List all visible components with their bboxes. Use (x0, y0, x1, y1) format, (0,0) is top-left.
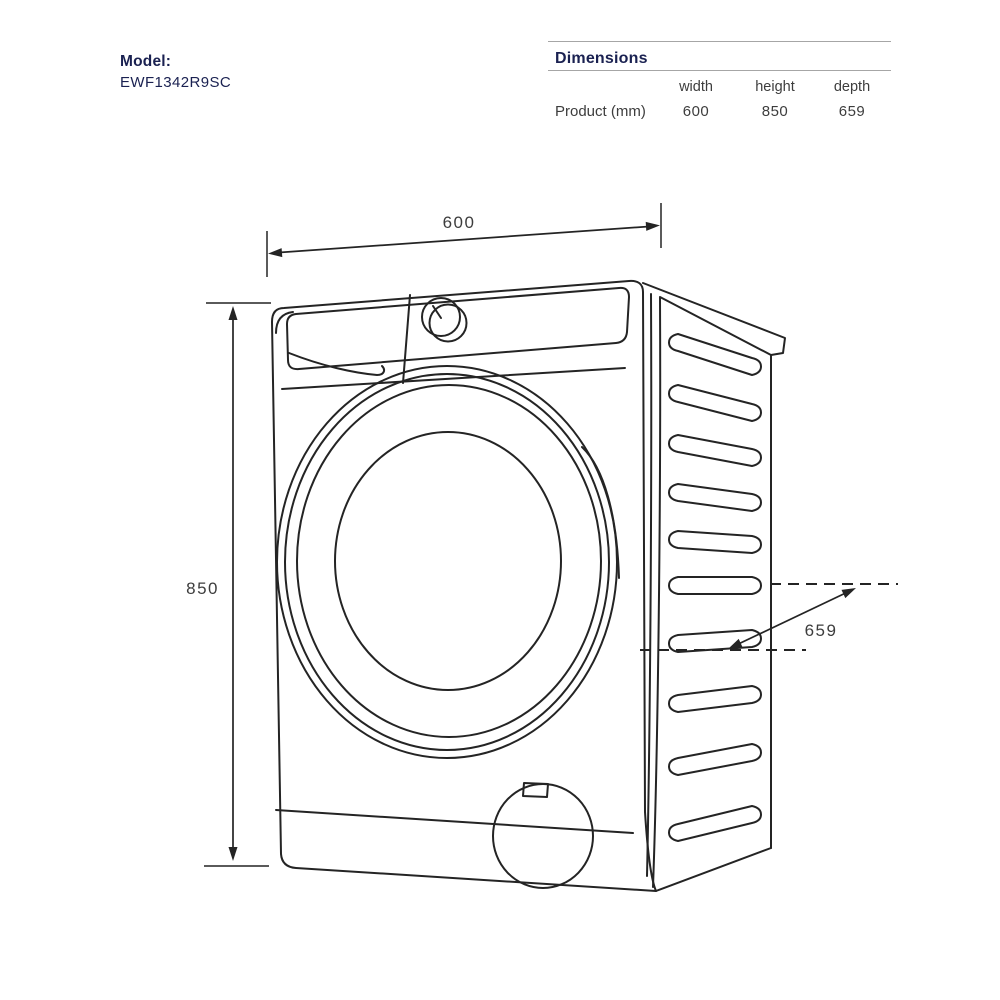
model-number: EWF1342R9SC (120, 74, 232, 91)
pump-cover-circle (492, 783, 594, 889)
vent-slot (668, 576, 762, 595)
column-header-depth: depth (833, 79, 871, 95)
vent-slot (668, 805, 762, 842)
knob-indicator (432, 305, 442, 319)
vent-slot (668, 483, 762, 512)
fascia-lower-line (281, 367, 626, 390)
front-right-corner-line-inner (646, 293, 653, 877)
side-top-edge (659, 296, 772, 356)
column-header-width: width (679, 79, 713, 95)
pump-cover-latch (522, 782, 549, 798)
depth-dimension-label: 659 (805, 621, 838, 640)
detergent-drawer-handle-groove (288, 352, 386, 376)
detergent-drawer-divider (402, 294, 411, 384)
vent-slot (668, 333, 762, 376)
vent-slot (668, 434, 762, 467)
vent-slot (668, 530, 762, 554)
knob-circle (421, 297, 461, 337)
door-side-profile (581, 446, 620, 579)
front-face (271, 279, 657, 892)
width-dimension: 600 (266, 203, 662, 277)
value-depth: 659 (838, 103, 866, 120)
top-overhang-edge (642, 282, 786, 356)
control-panel (286, 286, 630, 371)
vent-slot (668, 629, 762, 653)
vent-slots (668, 333, 762, 842)
depth-dimension-line (730, 588, 854, 649)
knob-shadow-circle (428, 303, 468, 343)
vent-slot (668, 685, 762, 713)
height-arrowhead-top (228, 306, 238, 320)
door-ring-2 (284, 373, 610, 751)
door-ring-3 (296, 384, 602, 738)
side-panel (642, 282, 786, 892)
value-height: 850 (761, 103, 789, 120)
model-label: Model: (120, 53, 172, 70)
dimensions-table: Dimensions width height depth Product (m… (548, 38, 891, 130)
model-block: Model: EWF1342R9SC (120, 53, 231, 91)
depth-arrowhead-front (728, 638, 743, 649)
table-title: Dimensions (555, 50, 648, 67)
washing-machine-drawing (271, 279, 786, 892)
door-glass (334, 431, 562, 691)
front-top-left-accent (275, 311, 294, 334)
kick-plate-line (275, 809, 634, 834)
pump-cover (492, 782, 594, 889)
height-dimension: 850 (186, 302, 271, 867)
width-arrowhead-left (268, 248, 283, 258)
height-arrowhead-bottom (228, 847, 238, 861)
vent-slot (668, 743, 762, 776)
width-dimension-label: 600 (443, 213, 476, 232)
front-right-corner-line-outer (652, 297, 662, 888)
vent-slot (668, 384, 762, 422)
width-arrowhead-right (645, 221, 660, 231)
program-knob (421, 297, 468, 343)
value-width: 600 (682, 103, 710, 120)
depth-arrowhead-back (841, 588, 856, 599)
width-dimension-line (271, 225, 657, 254)
side-bottom-edge (655, 847, 772, 892)
column-header-height: height (755, 79, 795, 95)
table-header-rule (548, 70, 891, 71)
door-outer-ring (276, 365, 618, 759)
table-top-rule (548, 41, 891, 42)
height-dimension-label: 850 (186, 579, 219, 598)
door-rings (276, 365, 620, 759)
depth-dimension: 659 (640, 583, 898, 651)
row-label-product: Product (mm) (555, 103, 646, 120)
